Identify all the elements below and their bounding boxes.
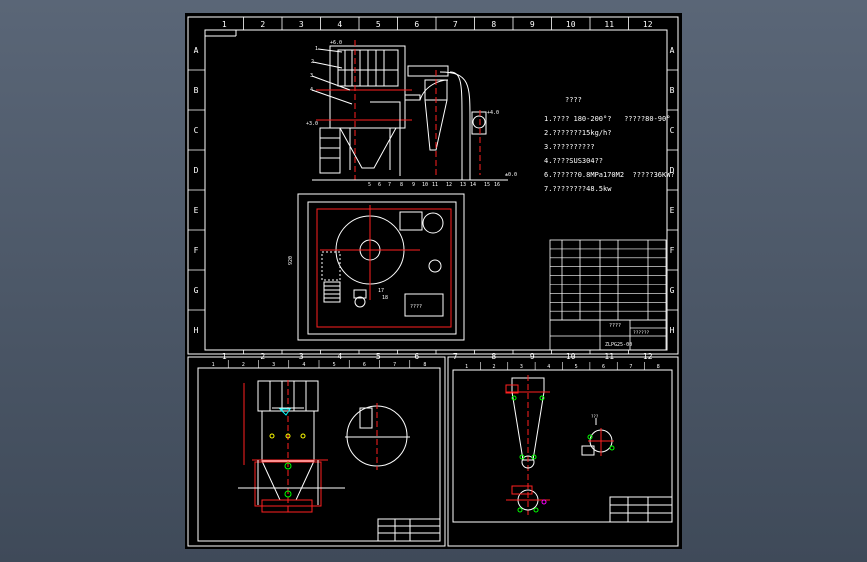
- leader-number: 4: [310, 87, 313, 93]
- row-labels-left: A B C D E F G H: [188, 46, 205, 335]
- grid-col-label: 8: [423, 362, 426, 368]
- row-labels-right: A B C D E F G H: [667, 46, 678, 335]
- grid-col-label: 8: [491, 20, 496, 29]
- leader-number: 2: [311, 59, 314, 65]
- grid-row-label: G: [670, 286, 675, 295]
- grid-row-label: A: [670, 46, 675, 55]
- note-line: 4.????SUS304??: [544, 157, 603, 165]
- grid-col-label: 6: [414, 20, 419, 29]
- grid-row-label: D: [670, 166, 675, 175]
- note-line: 1.???? 180-200°? ?????80-90°: [544, 115, 670, 123]
- cyclone-detail-view: [505, 375, 615, 515]
- grid-col-label: 6: [602, 364, 605, 370]
- leader-number: 7: [388, 182, 391, 188]
- grid-row-label: H: [670, 326, 675, 335]
- bottom-right-column-labels: 1 2 3 4 5 6 7 8: [465, 362, 660, 370]
- grid-col-label: 3: [272, 362, 275, 368]
- grid-col-label: 8: [657, 364, 660, 370]
- grid-col-label: 7: [629, 364, 632, 370]
- svg-text:+3.0: +3.0: [306, 121, 318, 127]
- grid-row-label: B: [670, 86, 675, 95]
- grid-col-label: 7: [453, 20, 458, 29]
- notes-title: ????: [565, 96, 582, 104]
- grid-col-label: 10: [566, 20, 576, 29]
- grid-col-label: 5: [333, 362, 336, 368]
- leader-number: 13: [460, 182, 466, 188]
- parts-list: [549, 239, 667, 351]
- leader-number: 18: [382, 295, 388, 301]
- grid-col-label: 12: [643, 20, 653, 29]
- grid-col-label: 3: [520, 364, 523, 370]
- grid-col-label: 11: [604, 20, 614, 29]
- grid-col-label: 2: [242, 362, 245, 368]
- leader-number: 1: [315, 46, 318, 52]
- note-line: 3.??????????: [544, 143, 595, 151]
- top-outer-frame: [187, 16, 679, 355]
- grid-col-label: 3: [299, 20, 304, 29]
- bottom-left-sheet: [187, 356, 446, 547]
- grid-row-label: B: [194, 86, 199, 95]
- grid-row-label: E: [670, 206, 675, 215]
- svg-text:±0.0: ±0.0: [505, 172, 517, 178]
- leader-number: 5: [368, 182, 371, 188]
- grid-row-label: A: [194, 46, 199, 55]
- drawing-number: ZLPG25-00: [605, 342, 632, 348]
- leader-number: 3: [310, 73, 313, 79]
- chamber-detail-view: [238, 380, 410, 515]
- leader-number: 15: [484, 182, 490, 188]
- grid-col-label: 4: [302, 362, 305, 368]
- grid-col-label: 2: [260, 20, 265, 29]
- grid-col-label: 5: [376, 20, 381, 29]
- technical-notes: ???? 1.???? 180-200°? ?????80-90° 2.?????…: [544, 96, 675, 193]
- grid-row-label: G: [194, 286, 199, 295]
- bottom-right-sheet: [447, 356, 679, 547]
- grid-row-label: C: [194, 126, 199, 135]
- grid-col-label: 7: [393, 362, 396, 368]
- grid-col-label: 4: [547, 364, 550, 370]
- bottom-left-column-labels: 1 2 3 4 5 6 7 8: [212, 360, 426, 368]
- title-block-name: ????: [609, 323, 621, 329]
- note-line: 7.????????48.5kw: [544, 185, 612, 193]
- grid-col-label: 9: [530, 20, 535, 29]
- svg-text:+4.0: +4.0: [487, 110, 499, 116]
- leader-number: 6: [378, 182, 381, 188]
- small-block-code: ???: [591, 414, 599, 419]
- grid-col-label: 1: [465, 364, 468, 370]
- grid-col-label: 6: [363, 362, 366, 368]
- elevation-view: +6.0 +3.0 +4.0 ±0.0: [306, 40, 517, 181]
- svg-text:+6.0: +6.0: [330, 40, 342, 46]
- leader-number: 17: [378, 288, 384, 294]
- grid-col-label: 2: [493, 364, 496, 370]
- grid-col-label: 5: [575, 364, 578, 370]
- leader-number: 16: [494, 182, 500, 188]
- leader-number: 14: [470, 182, 476, 188]
- grid-row-label: F: [194, 246, 199, 255]
- notes-lines: 1.???? 180-200°? ?????80-90° 2.???????15k…: [544, 115, 675, 193]
- grid-col-label: 4: [337, 20, 342, 29]
- grid-row-label: E: [194, 206, 199, 215]
- note-line: 2.???????15kg/h?: [544, 129, 611, 137]
- leader-number: 8: [400, 182, 403, 188]
- grid-row-label: C: [670, 126, 675, 135]
- title-block-label: ??????: [633, 330, 650, 336]
- grid-row-label: D: [194, 166, 199, 175]
- grid-col-label: 1: [212, 362, 215, 368]
- leader-number: 10: [422, 182, 428, 188]
- leader-number: 9: [412, 182, 415, 188]
- leader-number: 11: [432, 182, 438, 188]
- grid-col-label: 1: [222, 20, 227, 29]
- svg-text:????: ????: [410, 304, 422, 310]
- plan-view: ???? 920: [288, 193, 465, 341]
- note-line: 6.??????0.8MPa170M2 ?????36KW?: [544, 171, 675, 179]
- drawing-sheet: [185, 13, 682, 549]
- leader-number: 12: [446, 182, 452, 188]
- grid-row-label: H: [194, 326, 199, 335]
- svg-text:920: 920: [288, 256, 294, 265]
- grid-row-label: F: [670, 246, 675, 255]
